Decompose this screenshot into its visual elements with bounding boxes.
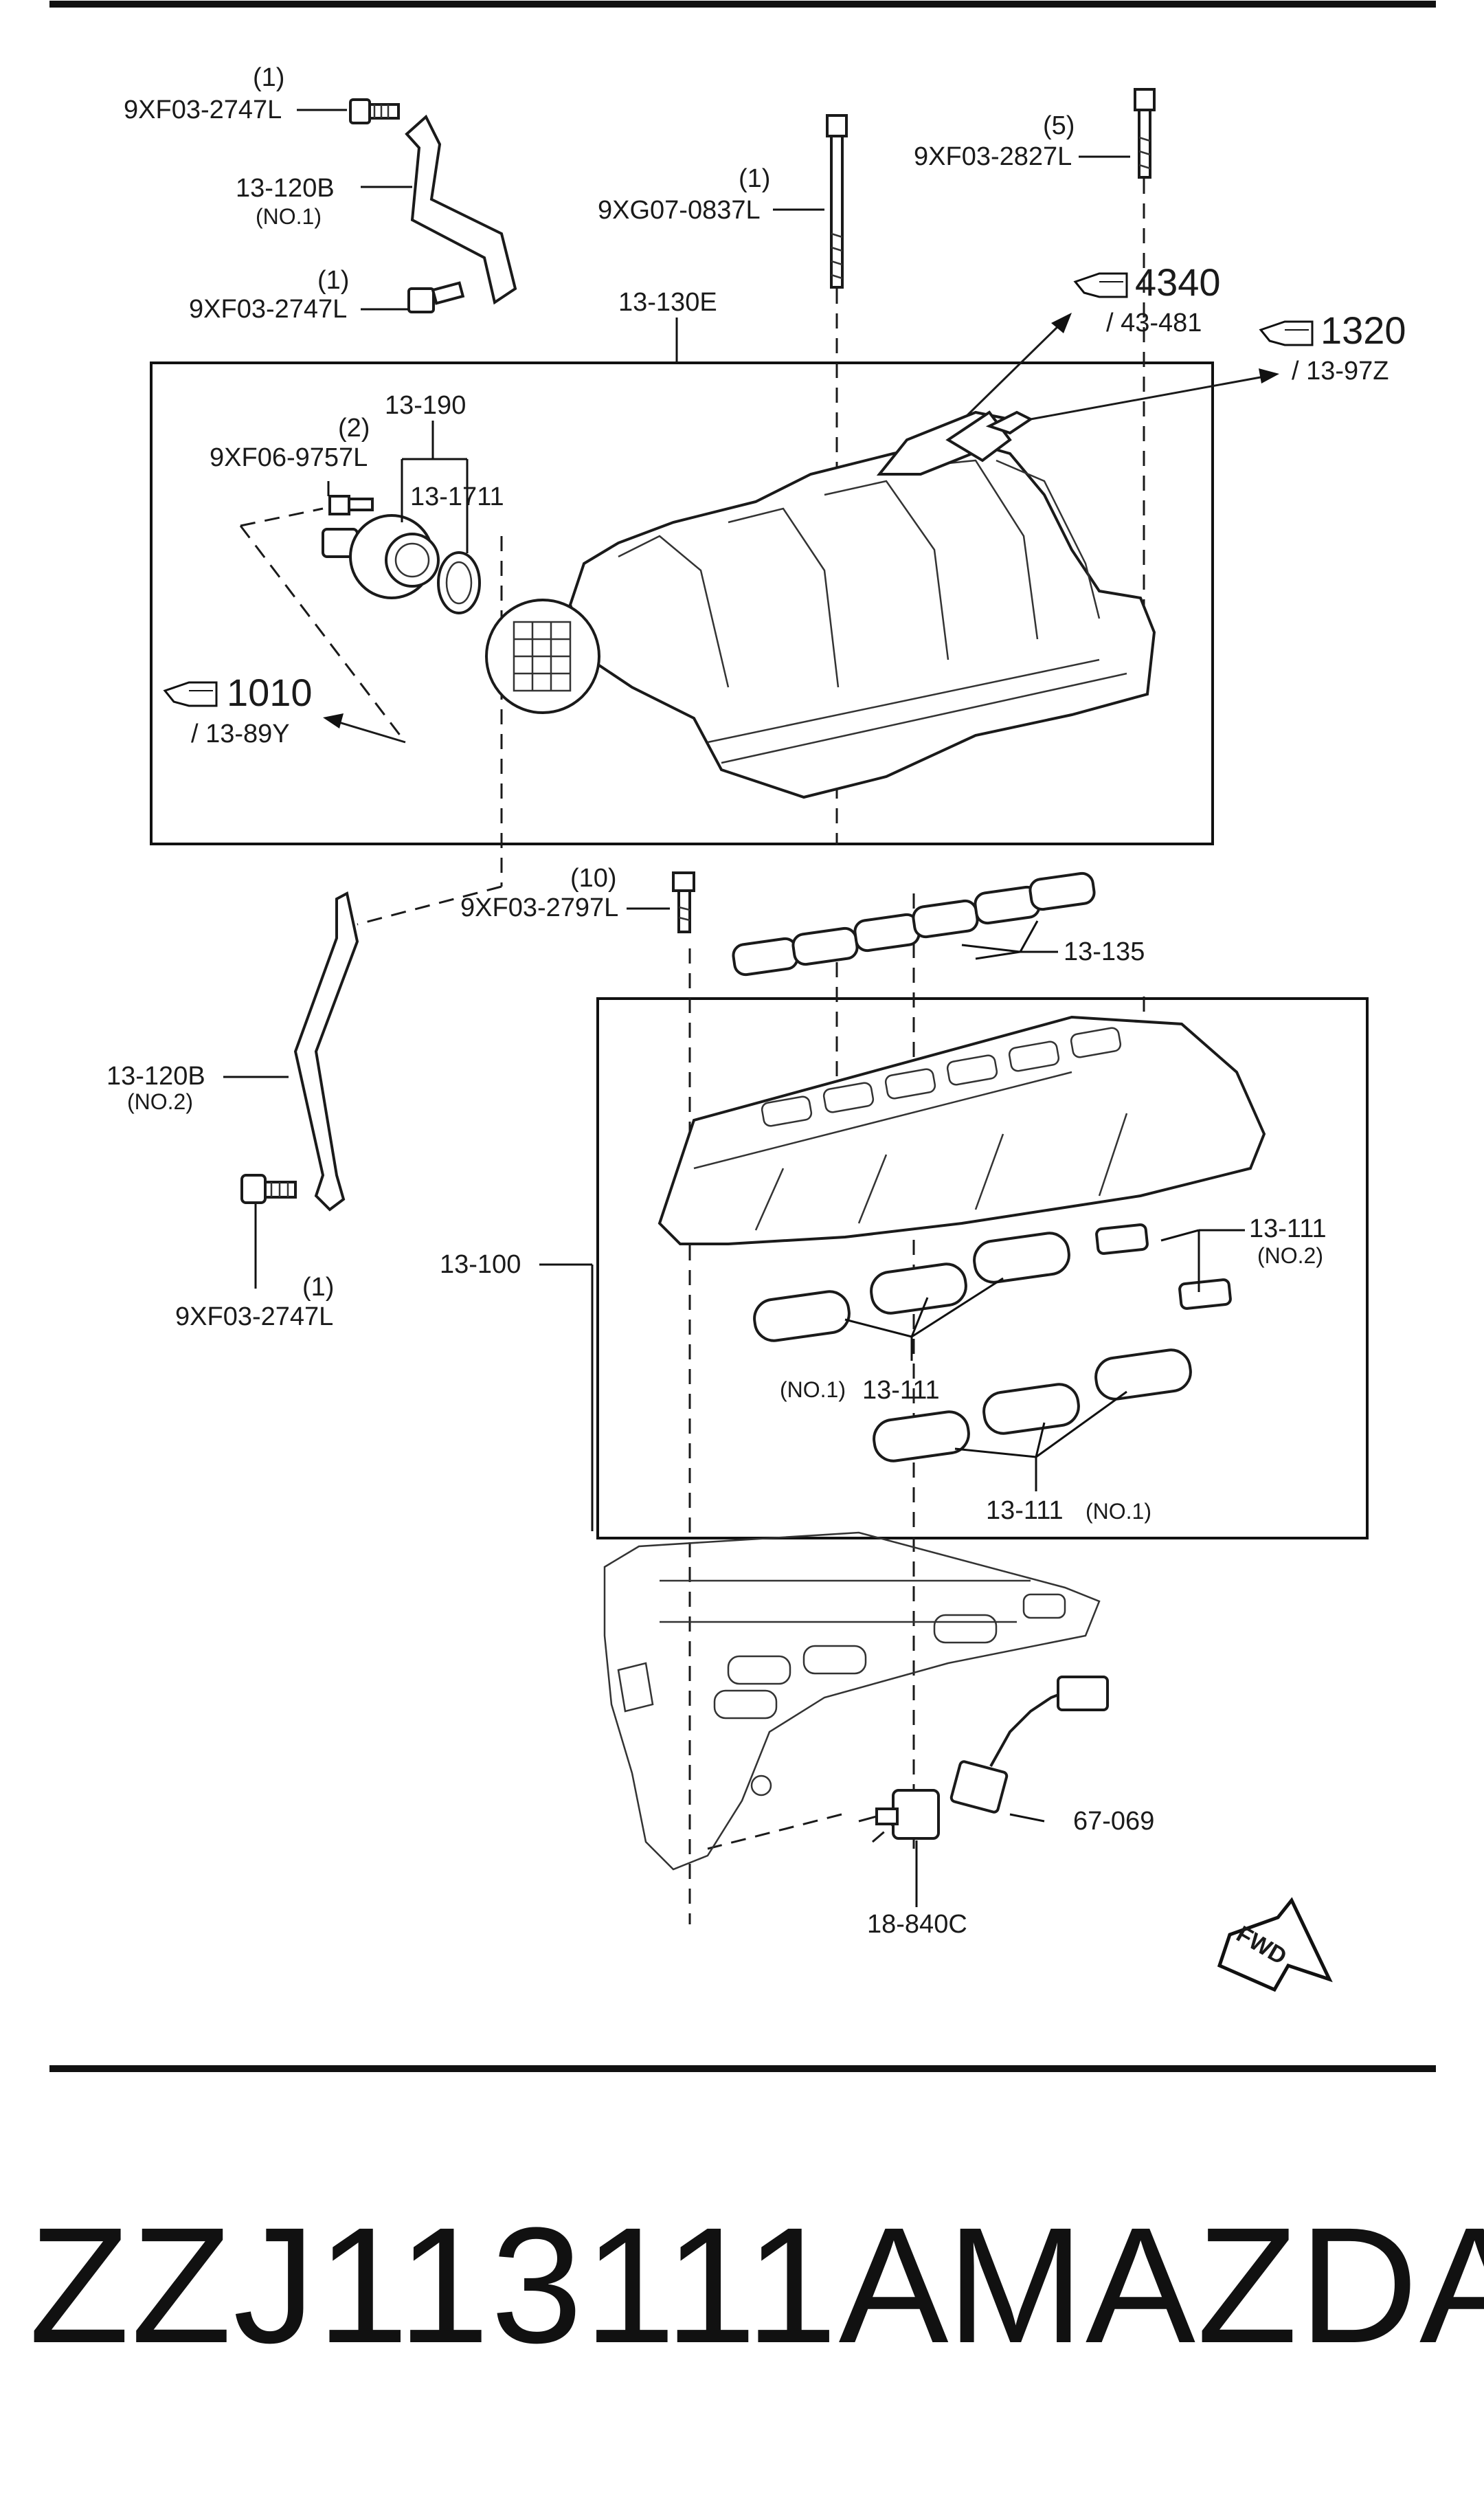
callout-bolt-lower-code: 9XF03-2797L	[460, 893, 618, 922]
callout-bolt-top-left-code: 9XF03-2747L	[124, 96, 282, 124]
reference-page-1010: 1010	[227, 671, 313, 714]
sensor-icon	[858, 1789, 940, 1840]
fwd-arrow-icon: FWD	[1217, 1897, 1333, 1992]
callout-upper-manifold-code: 13-130E	[618, 288, 717, 317]
callout-gasket-no1-a-prefix: (NO.1)	[780, 1377, 846, 1402]
callout-bolt-bottom-left-qty: (1)	[302, 1273, 334, 1302]
reference-ref-1010: / 13-89Y	[191, 720, 290, 748]
callout-lower-manifold-code: 13-100	[440, 1250, 521, 1279]
callout-bracket-no2-sub: (NO.2)	[127, 1089, 193, 1114]
reference-page-1320: 1320	[1320, 309, 1406, 352]
callout-gasket-no2-code: 13-111	[1249, 1214, 1327, 1243]
pointing-hand-icon	[163, 681, 218, 707]
callout-long-bolt-qty: (1)	[739, 164, 770, 193]
callout-gasket-no2-sub: (NO.2)	[1257, 1243, 1323, 1268]
callout-throttle-gasket-code: 13-1711	[410, 482, 504, 511]
bracket-no2-icon	[293, 891, 359, 1212]
callout-gasket-no1-b-code: 13-111	[986, 1496, 1064, 1525]
bracket-no1-icon	[405, 114, 517, 305]
lower-intake-manifold-icon	[657, 1015, 1266, 1245]
callout-throttle-bolt-qty: (2)	[338, 414, 370, 443]
callout-throttle-bolt-code: 9XF06-9757L	[210, 443, 368, 472]
brand-name: MAZDA	[947, 2193, 1484, 2377]
upper-gaskets-icon	[732, 871, 1096, 977]
part-number: ZZJ113111A	[29, 2193, 950, 2377]
callout-bracket-no2-code: 13-120B	[106, 1062, 205, 1091]
reference-arrows	[323, 313, 1279, 744]
wiring-harness-icon	[949, 1676, 1109, 1814]
engine-block-icon	[603, 1531, 1101, 1871]
reference-4340: 4340 / 43-481	[1073, 260, 1221, 337]
reference-page-4340: 4340	[1135, 260, 1221, 304]
lower-manifold-box	[596, 997, 1369, 1539]
reference-1010: 1010 / 13-89Y	[163, 671, 313, 748]
bolt-top-right-icon	[1134, 88, 1156, 179]
throttle-gasket-icon	[437, 551, 481, 614]
labels: (1) 9XF03-2747L 13-120B (NO.1) (1) 9XF03…	[106, 63, 1327, 1939]
callout-bolt-top-right-code: 9XF03-2827L	[914, 142, 1072, 171]
reference-ref-4340: / 43-481	[1106, 309, 1202, 337]
callout-bracket-no1-sub: (NO.1)	[256, 204, 322, 229]
callout-upper-gasket-code: 13-135	[1064, 937, 1145, 966]
pointing-hand-icon	[1073, 272, 1128, 298]
reference-ref-1320: / 13-97Z	[1292, 357, 1389, 386]
callout-long-bolt-code: 9XG07-0837L	[598, 196, 761, 225]
pointing-hand-icon	[1259, 320, 1314, 346]
callout-bolt-mid-left-code: 9XF03-2747L	[189, 295, 347, 324]
long-bolt-icon	[826, 114, 848, 289]
leader-lines	[223, 109, 1245, 1907]
callout-sensor-code: 18-840C	[867, 1910, 967, 1939]
callout-gasket-no1-a-code: 13-111	[862, 1376, 940, 1405]
callout-bolt-lower-qty: (10)	[570, 864, 617, 893]
callout-gasket-no1-b-suffix: (NO.1)	[1086, 1499, 1151, 1524]
callout-bolt-top-right-qty: (5)	[1043, 111, 1075, 140]
throttle-body-icon	[322, 495, 440, 599]
bolt-bottom-left-icon	[240, 1174, 297, 1204]
upper-intake-manifold-icon	[485, 410, 1156, 799]
callout-bracket-no1-code: 13-120B	[236, 174, 335, 203]
bolt-lower-icon	[672, 871, 695, 933]
lower-gaskets-icon	[753, 1223, 1232, 1462]
reference-1320: 1320 / 13-97Z	[1259, 309, 1406, 386]
callout-bolt-mid-left-qty: (1)	[317, 266, 349, 295]
callout-throttle-group-code: 13-190	[385, 391, 466, 420]
bolt-top-left-icon	[349, 98, 400, 124]
callout-bolt-bottom-left-code: 9XF03-2747L	[175, 1302, 333, 1331]
callout-harness-code: 67-069	[1073, 1807, 1154, 1836]
upper-manifold-box	[150, 361, 1214, 845]
callout-bolt-top-left-qty: (1)	[253, 63, 284, 92]
bolt-mid-left-icon	[407, 281, 465, 313]
